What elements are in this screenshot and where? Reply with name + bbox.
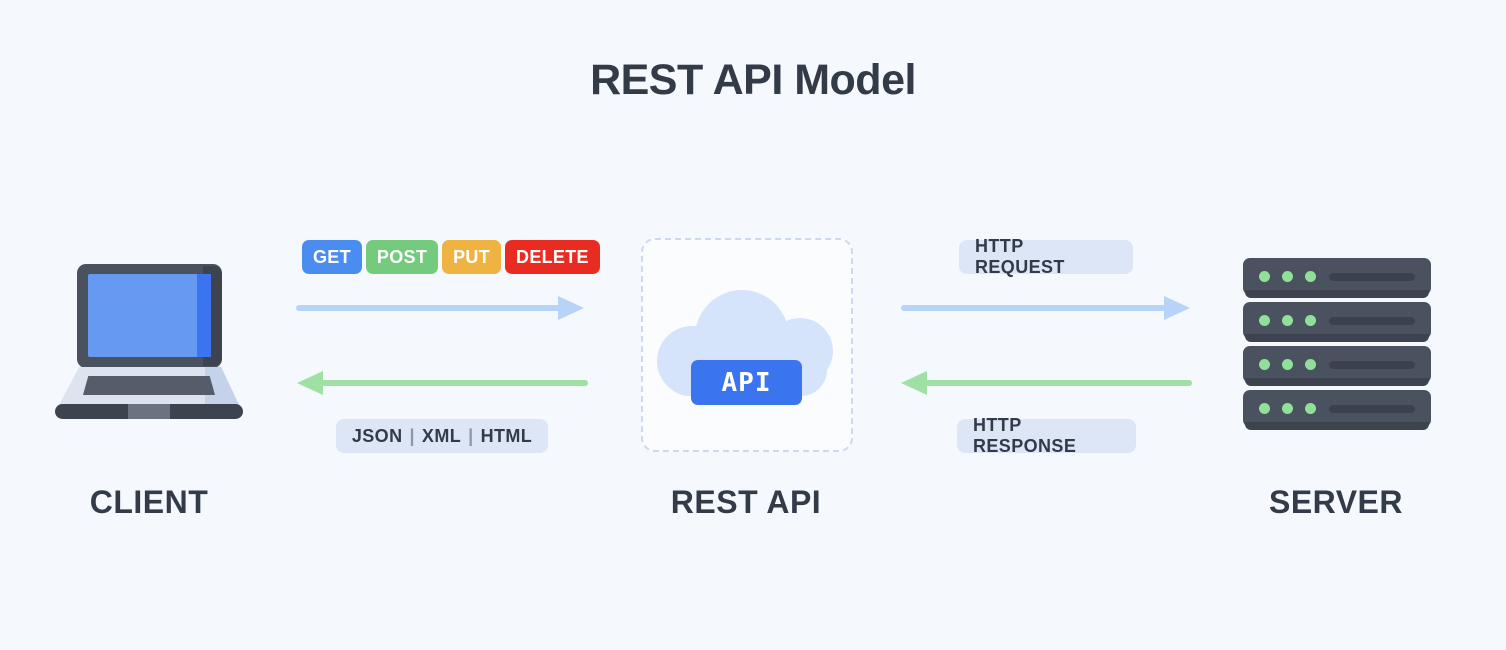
- http-response-pill: HTTP RESPONSE: [957, 415, 1136, 456]
- client-label: CLIENT: [89, 484, 209, 520]
- laptop-screen: [88, 274, 211, 357]
- arrow-shaft: [925, 380, 1192, 386]
- response-formats-pill: JSON | XML | HTML: [336, 419, 548, 453]
- server-slot-bar: [1329, 361, 1415, 369]
- method-badge-put[interactable]: PUT: [442, 240, 502, 274]
- http-methods-group: GET POST PUT DELETE: [302, 240, 600, 274]
- format-separator-1: |: [409, 425, 415, 446]
- server-label: SERVER: [1268, 484, 1403, 520]
- server-status-dot: [1259, 403, 1270, 414]
- server-status-dot: [1305, 271, 1316, 282]
- server-status-dot: [1282, 271, 1293, 282]
- server-status-dot: [1259, 359, 1270, 370]
- server-rack-unit: [1243, 258, 1431, 295]
- arrow-head: [558, 296, 584, 320]
- server-status-dot: [1259, 271, 1270, 282]
- server-rack-icon: [1243, 258, 1431, 433]
- server-status-dot: [1305, 359, 1316, 370]
- server-status-dot: [1282, 315, 1293, 326]
- server-status-dot: [1282, 359, 1293, 370]
- api-badge: API: [691, 360, 802, 405]
- page-title: REST API Model: [590, 56, 916, 104]
- format-html: HTML: [480, 425, 533, 446]
- server-rack-shadow: [1245, 378, 1429, 386]
- server-status-dot: [1305, 315, 1316, 326]
- arrow-client-to-api: [296, 296, 584, 320]
- server-rack-shadow: [1245, 422, 1429, 430]
- server-rack-unit: [1243, 302, 1431, 339]
- arrow-server-to-api: [901, 371, 1192, 395]
- method-badge-get[interactable]: GET: [302, 240, 362, 274]
- server-status-dot: [1282, 403, 1293, 414]
- arrow-head: [1164, 296, 1190, 320]
- server-rack-unit: [1243, 390, 1431, 427]
- server-rack-unit: [1243, 346, 1431, 383]
- server-slot-bar: [1329, 273, 1415, 281]
- http-request-pill: HTTP REQUEST: [959, 236, 1133, 277]
- arrow-api-to-server: [901, 296, 1190, 320]
- arrow-shaft: [901, 305, 1166, 311]
- format-json: JSON: [351, 425, 403, 446]
- rest-api-label: REST API: [670, 484, 822, 520]
- server-slot-bar: [1329, 405, 1415, 413]
- arrow-shaft: [321, 380, 588, 386]
- server-rack-shadow: [1245, 290, 1429, 298]
- laptop-icon: [55, 264, 243, 424]
- arrow-head: [297, 371, 323, 395]
- method-badge-post[interactable]: POST: [365, 240, 439, 274]
- arrow-api-to-client: [297, 371, 588, 395]
- format-xml: XML: [421, 425, 462, 446]
- laptop-keyboard: [83, 376, 215, 395]
- server-rack-shadow: [1245, 334, 1429, 342]
- server-status-dot: [1259, 315, 1270, 326]
- arrow-head: [901, 371, 927, 395]
- laptop-foot-notch: [128, 404, 170, 419]
- format-separator-2: |: [468, 425, 474, 446]
- laptop-screen-edge: [197, 274, 211, 357]
- server-status-dot: [1305, 403, 1316, 414]
- method-badge-delete[interactable]: DELETE: [505, 240, 600, 274]
- arrow-shaft: [296, 305, 560, 311]
- server-slot-bar: [1329, 317, 1415, 325]
